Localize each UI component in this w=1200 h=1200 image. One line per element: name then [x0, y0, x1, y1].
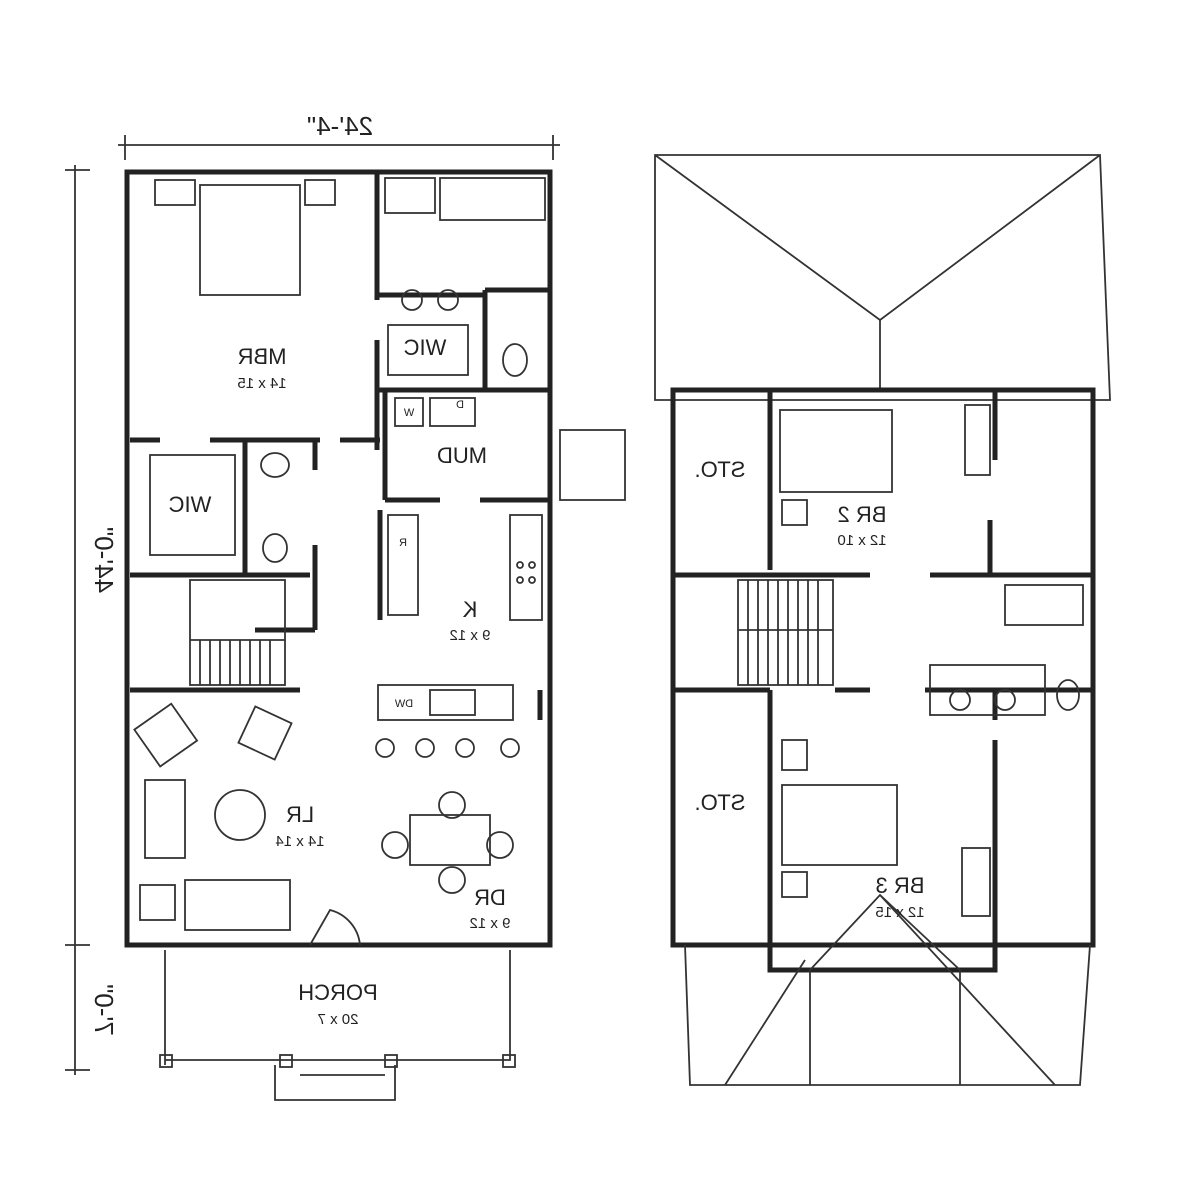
dimension-lines: [65, 135, 560, 1075]
washer-label: W: [403, 407, 414, 419]
room-label-lr: LR: [286, 802, 314, 827]
room-label-br2: BR 2: [838, 502, 887, 527]
room-label-wic-1: WIC: [169, 492, 212, 517]
dryer-label: D: [456, 399, 464, 411]
room-label-porch: PORCH: [298, 980, 377, 1005]
room-size-k: 9 x 12: [450, 627, 491, 644]
room-label-br3: BR 3: [876, 873, 925, 898]
first-floor-plan: [124, 169, 626, 1101]
room-size-br2: 12 x 10: [837, 532, 886, 549]
stairs-2: [737, 579, 834, 686]
room-label-wic-2: WIC: [404, 335, 447, 360]
room-label-mud: MUD: [437, 443, 487, 468]
refrigerator-label: R: [399, 537, 407, 549]
width-dimension: 24'-4": [307, 111, 373, 141]
depth-dimension: 44'-0": [89, 527, 119, 593]
room-size-porch: 20 x 7: [318, 1011, 359, 1028]
room-label-dr: DR: [474, 885, 506, 910]
room-size-lr: 14 x 14: [275, 833, 324, 850]
stairs-1: [189, 579, 286, 686]
room-label-k: K: [462, 597, 477, 622]
room-label-sto-1: STO.: [695, 457, 746, 482]
room-size-br3: 12 x 15: [875, 904, 924, 921]
dishwasher-label: DW: [394, 698, 413, 710]
room-size-dr: 9 x 12: [470, 915, 511, 932]
room-label-sto-2: STO.: [695, 790, 746, 815]
room-size-mbr: 14 x 15: [237, 375, 286, 392]
room-label-mbr: MBR: [238, 344, 287, 369]
second-floor-plan: [654, 154, 1111, 1086]
porch-dimension: 7'-0": [89, 984, 119, 1036]
